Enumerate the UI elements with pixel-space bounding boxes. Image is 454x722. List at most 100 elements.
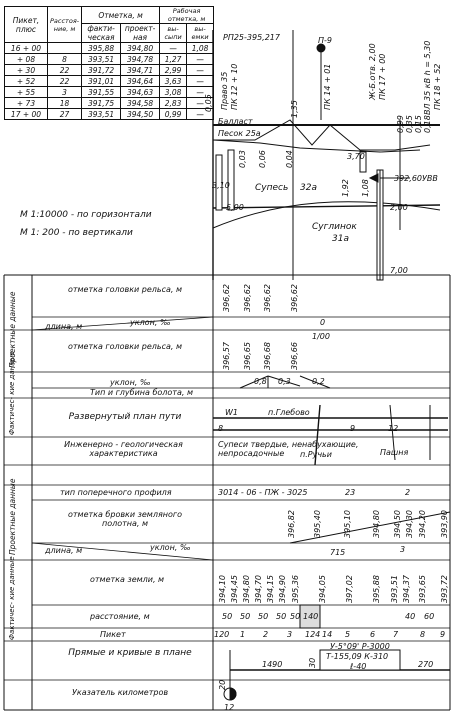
zemli-value: 394,05 xyxy=(318,575,327,603)
cell-piket: 17 + 00 xyxy=(4,108,48,120)
zemli-value: 393,72 xyxy=(440,575,449,603)
v310-label: 3,10 xyxy=(212,181,230,190)
km20-label: 20 xyxy=(218,679,227,690)
fact-rail-value: 396,66 xyxy=(290,342,299,370)
rasst-value: 60 xyxy=(424,612,435,621)
zh-label: Ж-Б.отв. 2,00 xyxy=(368,43,377,100)
zemli-value: 394,37 xyxy=(402,575,411,603)
v005-label: 0,05 xyxy=(204,94,213,112)
v099-label: 0,99 xyxy=(396,115,405,133)
zemli-value: 395,36 xyxy=(291,575,300,603)
v370-label: 3,70 xyxy=(347,152,365,161)
curve1-label: У-5°09' Р-3000 xyxy=(330,642,390,651)
scale-vertical: М 1: 200 - по вертикали xyxy=(20,228,133,238)
len30-label: 30 xyxy=(308,657,317,668)
dlina-label: длина, м xyxy=(45,322,83,331)
piket-value: 1 xyxy=(240,630,246,639)
piket-value: 8 xyxy=(420,630,426,639)
brovki-value: 394,50 xyxy=(393,510,402,538)
brovki-value: 394,30 xyxy=(405,510,414,538)
v192-label: 1,92 xyxy=(341,179,350,197)
fakt-side-label-2: Фактичес- кие данные xyxy=(8,556,16,640)
rasst-value: 50 xyxy=(222,612,233,621)
curve2-label: Т-155,09 К-310 xyxy=(326,652,389,661)
zemli-value: 394,45 xyxy=(230,575,239,603)
zemli-value: 394,80 xyxy=(242,575,251,603)
ruchi-label: п.Ручьи xyxy=(300,450,332,459)
zemli-value: 397,02 xyxy=(345,575,354,603)
v003-label: 0,03 xyxy=(238,150,247,168)
v015-label: 0,15 xyxy=(414,115,423,133)
v700-label: 7,00 xyxy=(390,266,408,275)
piket-value: 120 xyxy=(214,630,230,639)
s32-label: 32а xyxy=(300,183,317,193)
tip-val-1: 3014 - 06 - ПЖ - 3025 xyxy=(218,488,308,497)
pravo-label: Право 35 xyxy=(220,71,229,110)
otm-zemli-label: отметка земли, м xyxy=(90,575,165,584)
header-distance: Расстоя- ние, м xyxy=(46,6,83,43)
pk12-label: ПК 12 + 10 xyxy=(230,63,239,110)
pesok-label: Песок 25а xyxy=(218,129,261,138)
uklon-label: уклон, ‰ xyxy=(130,318,171,327)
scale-horizontal: М 1:10000 - по горизонтали xyxy=(20,210,152,220)
otm-golovki-label: отметка головки рельса, м xyxy=(67,285,183,294)
rasst-label: расстояние, м xyxy=(90,612,150,621)
header-distance-text: Расстоя- ние, м xyxy=(50,16,80,33)
zemli-value: 394,10 xyxy=(218,575,227,603)
tip-boloto-label: Тип и глубина болота, м xyxy=(90,388,193,397)
fact-rail-value: 396,65 xyxy=(243,342,252,370)
uk3-label: 3 xyxy=(400,545,406,554)
fact-uklon-value: 0,3 xyxy=(278,377,291,386)
piket-label: Пикет xyxy=(100,630,126,639)
v500-label: 5,00 xyxy=(226,203,244,212)
dlina-val: 1/00 xyxy=(312,332,330,341)
s31-label: 31а xyxy=(332,234,349,244)
ballast-label: Балласт xyxy=(218,117,253,126)
zemli-value: 393,51 xyxy=(390,575,399,603)
v006-label: 0,06 xyxy=(258,150,267,168)
len270-label: 270 xyxy=(418,660,434,669)
v004-label: 0,04 xyxy=(285,150,294,168)
plan-label: Развернутый план пути xyxy=(68,412,182,422)
zemli-value: 394,15 xyxy=(266,575,275,603)
geo-label: Инженерно - геологическая характеристика xyxy=(64,440,183,458)
cell-dist: 3 xyxy=(46,86,83,98)
otm-golovki-fact-label: отметка головки рельса, м xyxy=(67,342,183,351)
v135-label: 1,35 xyxy=(290,100,299,118)
brovki-value: 395,40 xyxy=(313,510,322,538)
rasst-value: 50 xyxy=(276,612,287,621)
proj-rail-value: 396,62 xyxy=(243,284,252,312)
proj-rail-value: 396,62 xyxy=(290,284,299,312)
zemli-value: 395,88 xyxy=(372,575,381,603)
brovki-value: 395,10 xyxy=(343,510,352,538)
pryamye-label: Прямые и кривые в плане xyxy=(68,648,192,658)
pk17-label: ПК 17 + 00 xyxy=(378,53,387,100)
len715-label: 715 xyxy=(330,548,346,557)
brovki-value: 396,82 xyxy=(287,510,296,538)
km12-label: 12 xyxy=(224,703,235,712)
len1490-label: 1490 xyxy=(262,660,283,669)
rp-label: РП25-395,217 xyxy=(223,33,280,42)
v035-label: 0,35 xyxy=(405,115,414,133)
proj-rail-value: 396,62 xyxy=(263,284,272,312)
curve3-label: ℓ-40 xyxy=(350,662,367,671)
dlina2-label: длина, м xyxy=(45,546,83,555)
supes-label: Супесь xyxy=(255,183,289,193)
rasst-value: 50 xyxy=(290,612,301,621)
fact-rail-value: 396,57 xyxy=(222,342,231,370)
rasst-value: 40 xyxy=(405,612,416,621)
w1-label: W1 xyxy=(225,408,238,417)
uklon-val: 0 xyxy=(320,318,326,327)
uvv-label: 392,60УВВ xyxy=(394,174,438,183)
piket-value: 2 xyxy=(263,630,269,639)
well-label: Π-9 xyxy=(318,36,332,45)
rasst-value: 50 xyxy=(240,612,251,621)
piket-value: 9 xyxy=(440,630,446,639)
brovki-value: 394,80 xyxy=(372,510,381,538)
suglinok-label: Суглинок xyxy=(312,222,357,232)
